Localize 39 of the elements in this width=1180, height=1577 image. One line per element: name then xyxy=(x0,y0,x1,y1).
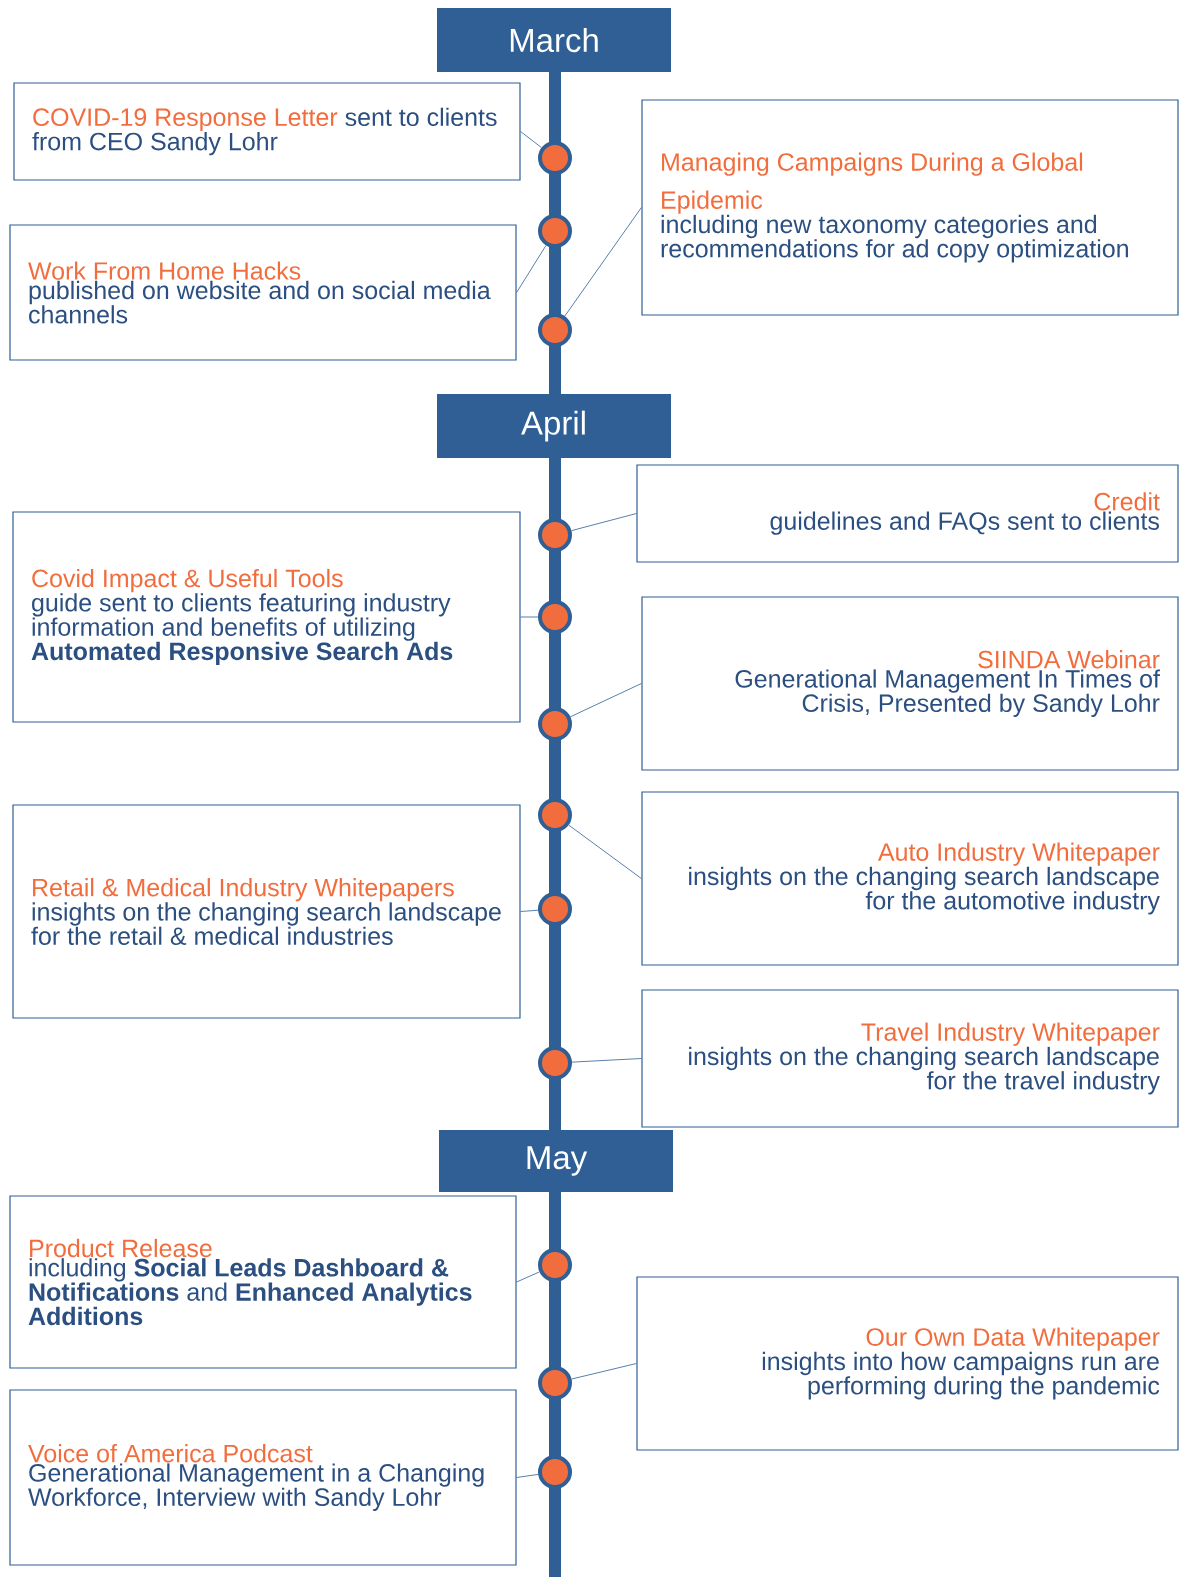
month-header: March xyxy=(437,8,671,72)
event-box: COVID-19 Response Letter sent to clients from CEO Sandy Lohr xyxy=(13,82,521,181)
event-box: Product Release including Social Leads Dashboard & Notifications and Enhanced Analytics Additions xyxy=(9,1195,517,1369)
event-box: Our Own Data Whitepaper insights into how campaigns run are performing during the pandemic xyxy=(636,1276,1179,1451)
event-box: Retail & Medical Industry Whitepapers insights on the changing search landscape for the retail & medical industries xyxy=(12,804,521,1019)
timeline-dot xyxy=(538,1366,572,1400)
leader-line xyxy=(570,683,642,718)
timeline-dot xyxy=(538,1046,572,1080)
timeline-dot xyxy=(538,798,572,832)
leader-line xyxy=(516,1474,539,1478)
month-header: April xyxy=(437,394,671,458)
event-box: Covid Impact & Useful Tools guide sent to clients featuring industry information and benefits of utilizing Automated Responsive Search Ads xyxy=(12,511,521,723)
timeline-dot xyxy=(538,313,572,347)
event-box: SIINDA Webinar Generational Management In Times of Crisis, Presented by Sandy Lohr xyxy=(641,596,1179,771)
event-box: Work From Home Hacks published on website and on social media channels xyxy=(9,224,517,361)
timeline-dot xyxy=(538,892,572,926)
event-box: Travel Industry Whitepaper insights on the changing search landscape for the travel industry xyxy=(641,989,1179,1128)
leader-line xyxy=(520,616,539,618)
leader-line xyxy=(571,513,637,532)
timeline-dot xyxy=(538,141,572,175)
event-box: Auto Industry Whitepaper insights on the changing search landscape for the automotive industry xyxy=(641,791,1179,966)
leader-line xyxy=(516,245,547,293)
timeline-dot xyxy=(538,214,572,248)
timeline-dot xyxy=(538,1455,572,1489)
event-box: Credit guidelines and FAQs sent to clients xyxy=(636,464,1179,563)
event-box: Voice of America Podcast Generational Management in a Changing Workforce, Interview with Sandy Lohr xyxy=(9,1389,517,1566)
leader-line xyxy=(520,909,539,912)
timeline-dot xyxy=(538,1248,572,1282)
leader-line xyxy=(571,1058,642,1063)
leader-line xyxy=(571,1363,637,1380)
event-box: Managing Campaigns During a Global Epidemic including new taxonomy categories and recommendations for ad copy optimization xyxy=(641,99,1179,316)
leader-line xyxy=(520,131,542,149)
leader-line xyxy=(564,207,642,317)
timeline-dot xyxy=(538,600,572,634)
timeline-dot xyxy=(538,518,572,552)
timeline-dot xyxy=(538,707,572,741)
leader-line xyxy=(516,1271,540,1283)
leader-line xyxy=(568,824,642,879)
month-header: May xyxy=(439,1130,673,1192)
